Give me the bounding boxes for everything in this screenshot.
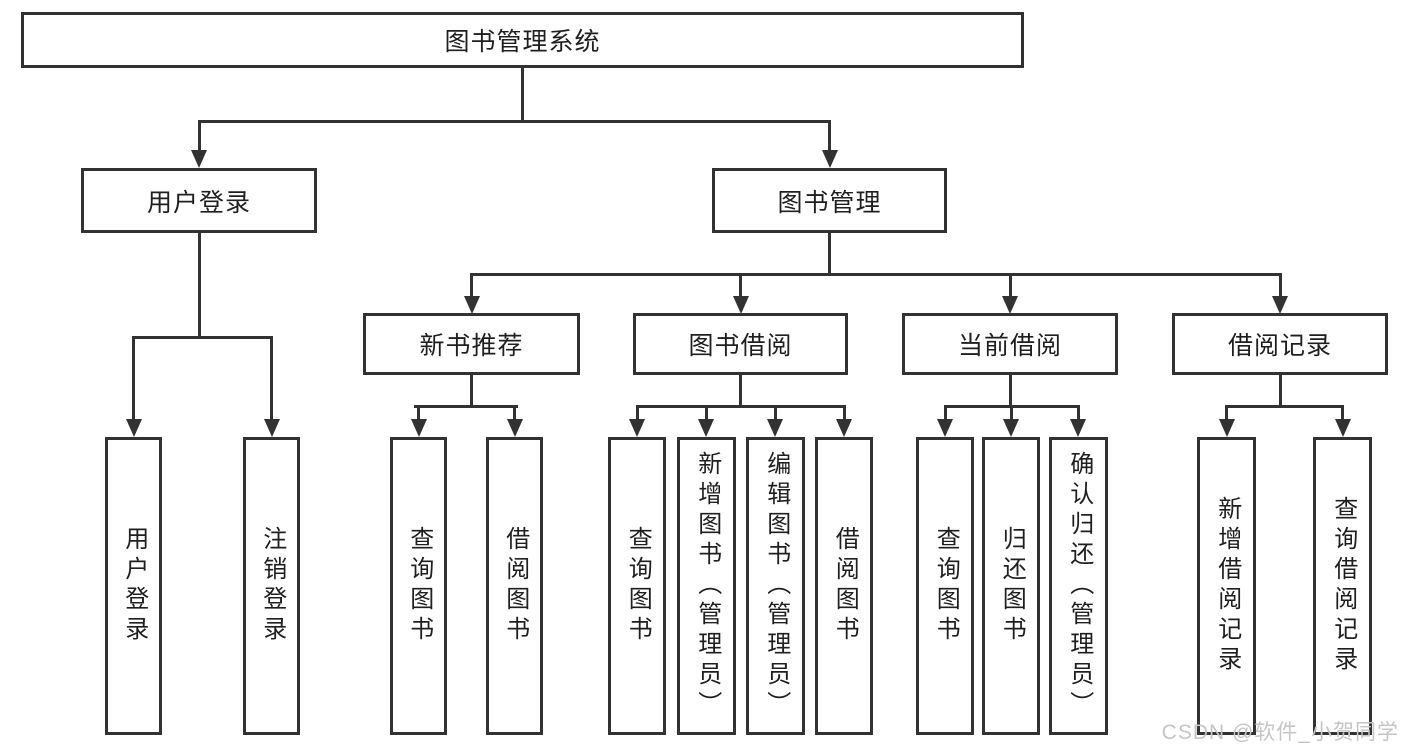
arrowhead-to-leaf <box>937 419 953 437</box>
connector-drop <box>636 405 639 421</box>
connector-drop <box>513 405 516 421</box>
node-library-management-system: 图书管理系统 <box>21 12 1024 68</box>
node-label: 图书管理系统 <box>444 28 601 56</box>
connector-drop <box>417 405 420 421</box>
node-label: 借阅记录 <box>1227 332 1332 360</box>
connector-drop <box>774 405 777 421</box>
connector-drop <box>470 273 473 297</box>
connector-drop <box>705 405 708 421</box>
leaf-label: 新增图书（管理员） <box>693 451 721 721</box>
leaf-label: 查询借阅记录 <box>1329 496 1357 676</box>
node-label: 当前借阅 <box>957 332 1062 360</box>
leaf-query-books: 查询图书 <box>390 437 447 735</box>
arrowhead-to-leaf <box>1070 419 1086 437</box>
node-user-login: 用户登录 <box>81 168 317 233</box>
node-current-borrowing: 当前借阅 <box>902 313 1118 375</box>
connector-user-login-bar <box>132 336 273 339</box>
arrowhead-to-user-login <box>191 150 207 168</box>
leaf-user-login: 用户登录 <box>105 437 162 735</box>
connector-level3-bar <box>470 273 1282 276</box>
arrowhead-to-leaf-logout <box>264 419 280 437</box>
connector-level2-bar <box>198 120 831 123</box>
arrowhead-to-leaf <box>1003 419 1019 437</box>
leaf-query-books: 查询图书 <box>608 437 666 735</box>
leaf-borrow-books: 借阅图书 <box>486 437 543 735</box>
csdn-watermark: CSDN @软件_小贺同学 <box>1161 721 1399 744</box>
leaf-label: 查询图书 <box>405 526 433 646</box>
connector-drop <box>944 405 947 421</box>
connector-stem <box>470 375 473 405</box>
connector-user-login-stem <box>198 233 201 336</box>
leaf-return-books: 归还图书 <box>982 437 1040 735</box>
connector-book-management-stem <box>828 233 831 275</box>
leaf-query-borrow-record: 查询借阅记录 <box>1313 437 1372 735</box>
node-book-borrowing: 图书借阅 <box>633 313 848 375</box>
connector-drop <box>1077 405 1080 421</box>
arrowhead-to-book-management <box>822 150 838 168</box>
arrowhead-to-leaf <box>507 419 523 437</box>
arrowhead-to-leaf <box>411 419 427 437</box>
leaf-label: 编辑图书（管理员） <box>762 451 790 721</box>
connector-stem <box>1279 375 1282 405</box>
leaf-label: 注销登录 <box>258 526 286 646</box>
connector-book-management-stub <box>828 120 831 152</box>
leaf-label: 借阅图书 <box>831 526 859 646</box>
arrowhead-to-leaf-user-login <box>126 419 142 437</box>
leaf-label: 确认归还（管理员） <box>1065 451 1093 721</box>
connector-drop <box>1009 273 1012 297</box>
node-borrowing-records: 借阅记录 <box>1172 313 1388 375</box>
leaf-add-borrow-record: 新增借阅记录 <box>1197 437 1256 735</box>
arrowhead-to-leaf <box>1335 419 1351 437</box>
arrowhead-to-current-borrowing <box>1002 296 1018 314</box>
connector-drop <box>1225 405 1228 421</box>
leaf-label: 用户登录 <box>120 526 148 646</box>
node-label: 图书借阅 <box>688 332 793 360</box>
arrowhead-to-book-borrowing <box>733 296 749 314</box>
connector-stem <box>1009 375 1012 405</box>
connector-bar <box>636 405 845 408</box>
leaf-label: 查询图书 <box>624 526 652 646</box>
leaf-label: 借阅图书 <box>501 526 529 646</box>
connector-stem <box>739 375 742 405</box>
connector-bar <box>1225 405 1344 408</box>
arrowhead-to-leaf <box>1219 419 1235 437</box>
arrowhead-to-leaf <box>836 419 852 437</box>
node-label: 新书推荐 <box>419 332 524 360</box>
node-label: 用户登录 <box>146 188 251 217</box>
arrowhead-to-leaf <box>767 419 783 437</box>
connector-drop <box>132 336 135 420</box>
leaf-logout: 注销登录 <box>243 437 300 735</box>
arrowhead-to-borrowing-records <box>1272 296 1288 314</box>
node-label: 图书管理 <box>777 188 882 217</box>
connector-user-login-stub <box>198 120 201 152</box>
leaf-borrow-books: 借阅图书 <box>815 437 873 735</box>
arrowhead-to-leaf <box>698 419 714 437</box>
connector-drop <box>1010 405 1013 421</box>
leaf-label: 归还图书 <box>998 526 1026 646</box>
connector-bar <box>414 405 518 408</box>
node-new-book-recommendation: 新书推荐 <box>363 313 580 375</box>
leaf-add-books-admin: 新增图书（管理员） <box>677 437 736 735</box>
arrowhead-to-leaf <box>629 419 645 437</box>
connector-drop <box>1341 405 1344 421</box>
leaf-label: 查询图书 <box>932 526 960 646</box>
connector-root-stem <box>521 68 524 120</box>
leaf-confirm-return-admin: 确认归还（管理员） <box>1049 437 1108 735</box>
connector-drop <box>1279 273 1282 297</box>
connector-drop <box>270 336 273 420</box>
node-book-management: 图书管理 <box>712 168 947 233</box>
leaf-label: 新增借阅记录 <box>1213 496 1241 676</box>
arrowhead-to-new-book-recommendation <box>464 296 480 314</box>
leaf-edit-books-admin: 编辑图书（管理员） <box>746 437 805 735</box>
connector-drop <box>739 273 742 297</box>
connector-drop <box>843 405 846 421</box>
leaf-query-books: 查询图书 <box>916 437 974 735</box>
